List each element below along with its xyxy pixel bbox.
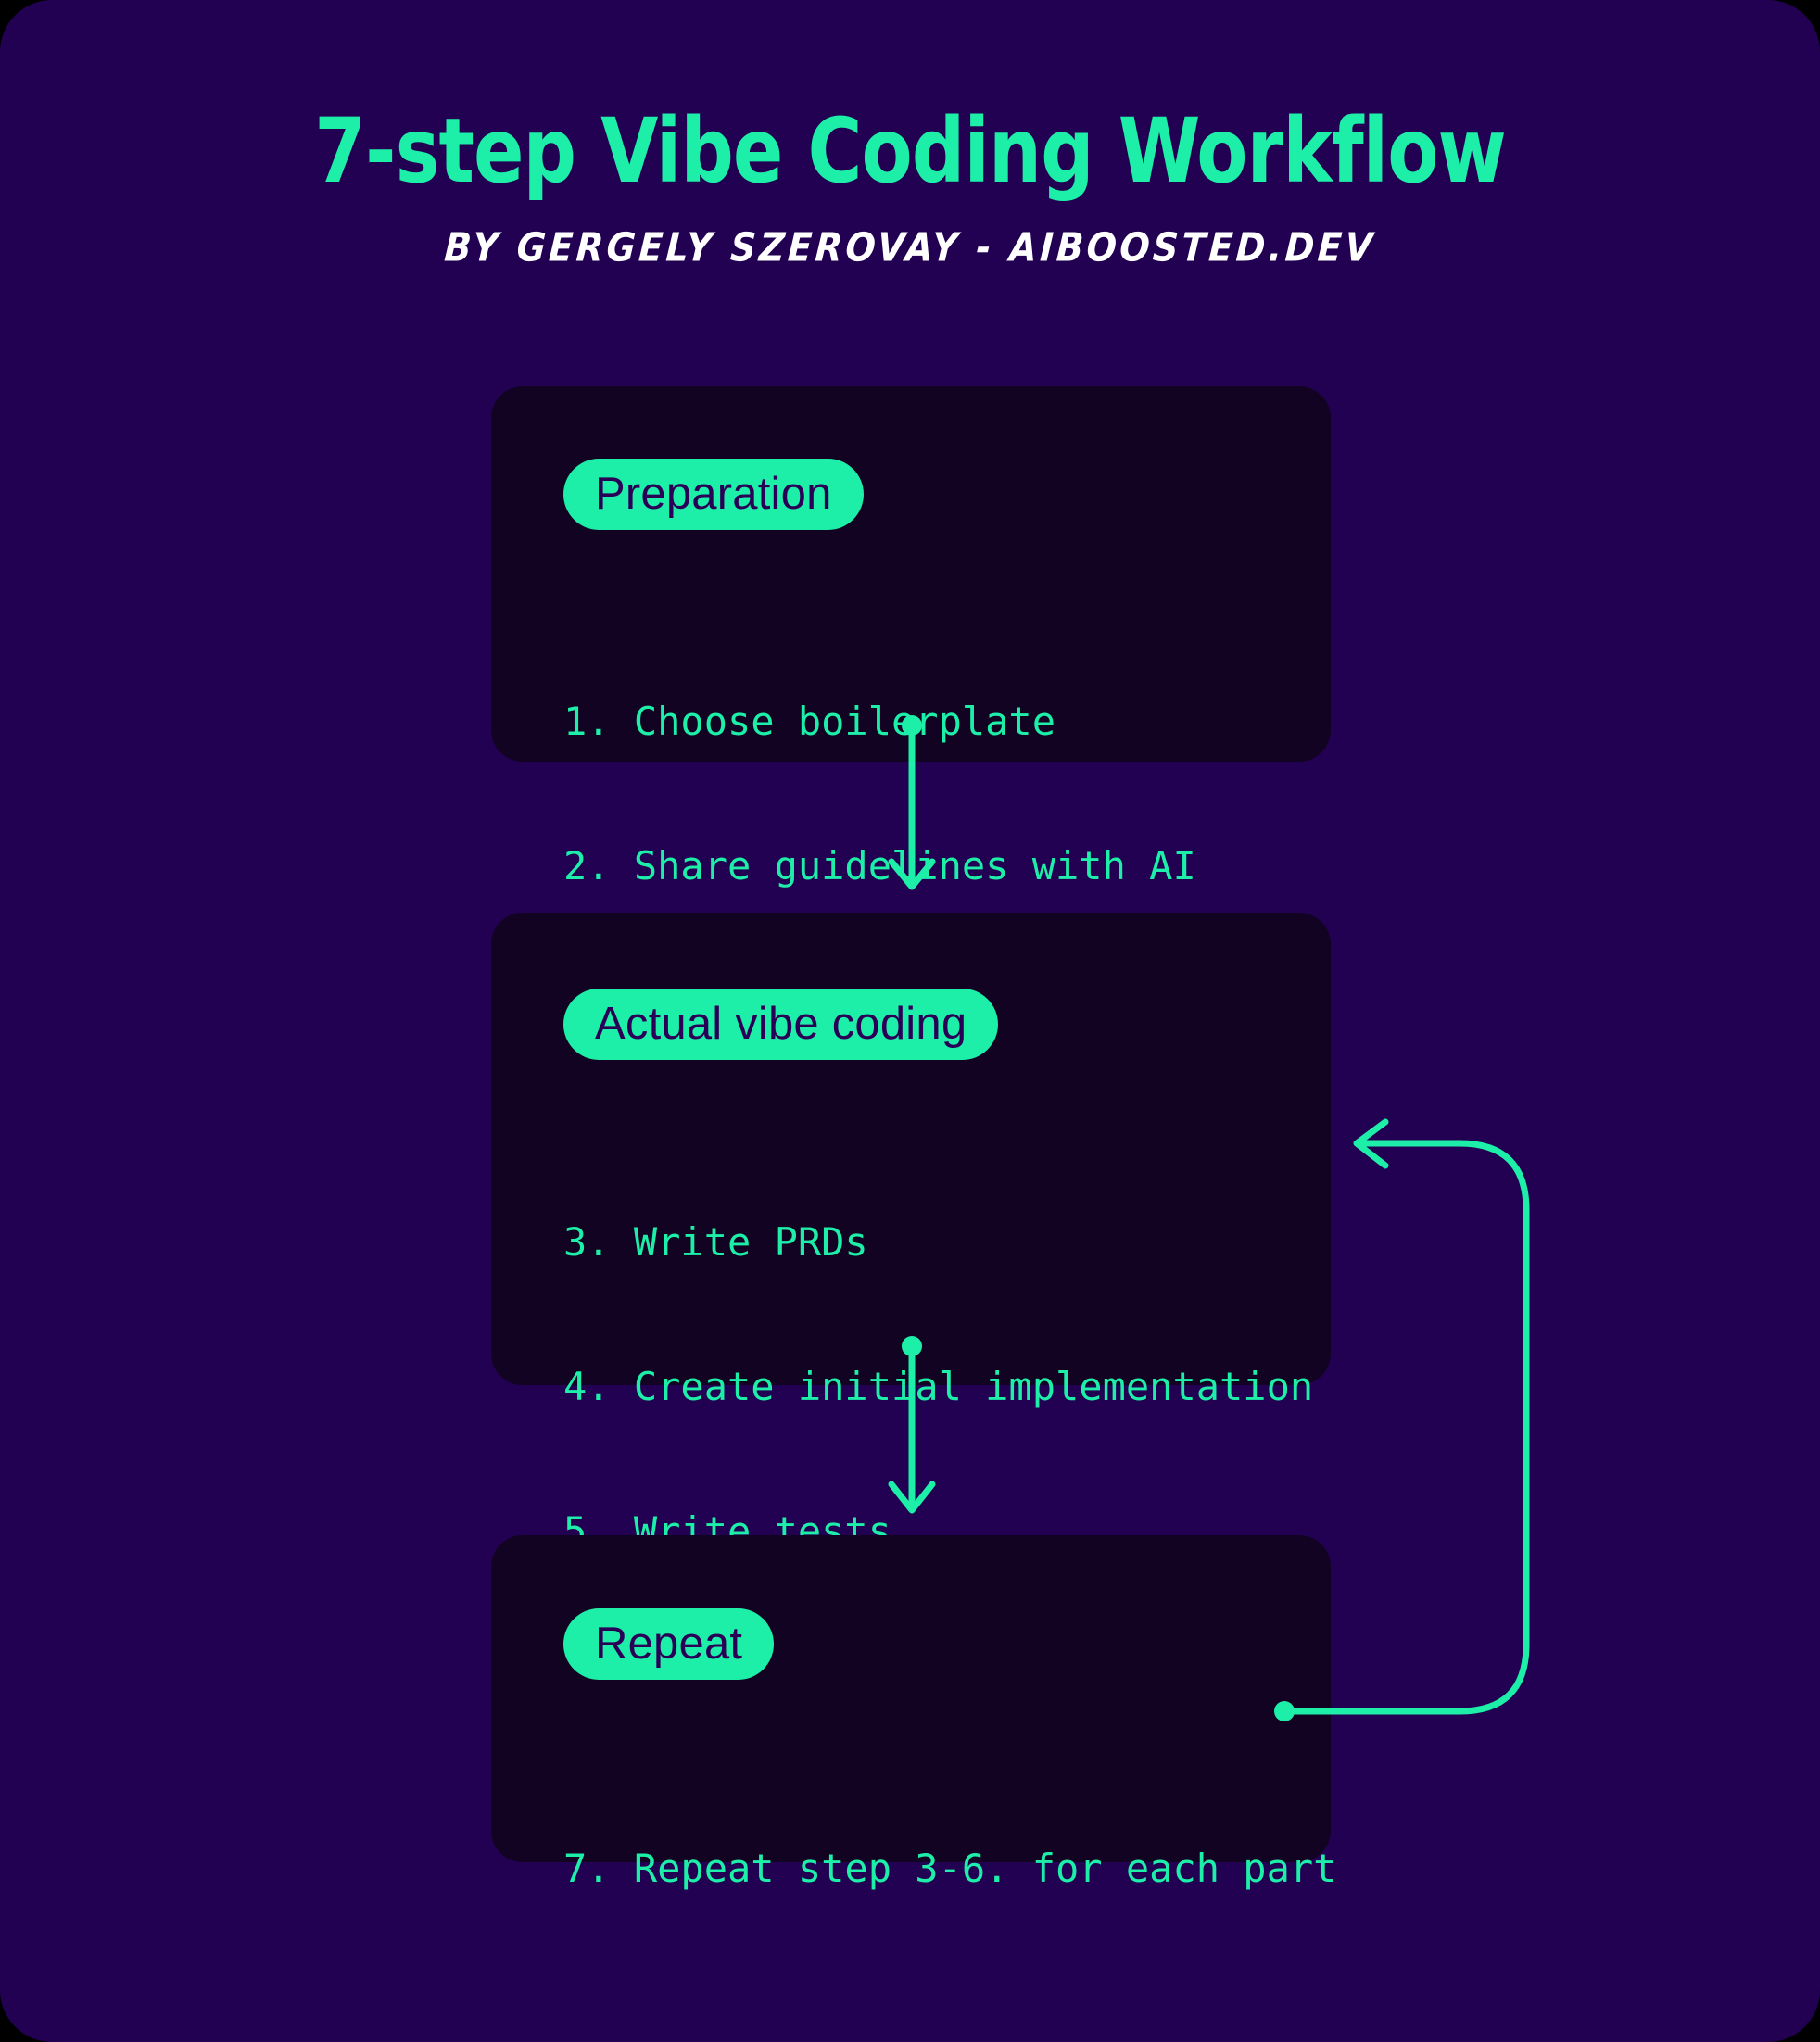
page-subtitle-byline: By Gergely Szerovay - aiboosted.dev xyxy=(443,224,1377,271)
page-title: 7-step Vibe Coding Workflow xyxy=(314,99,1507,203)
card-actual-vibe-coding: Actual vibe coding 3. Write PRDs 4. Crea… xyxy=(491,913,1331,1698)
card-repeat-step-list: 7. Repeat step 3-6. for each part xyxy=(563,1748,1336,1989)
card-repeat-pill: Repeat xyxy=(563,1608,775,1680)
card-preparation-pill: Preparation xyxy=(563,459,864,530)
list-item: 4. Create initial implementation xyxy=(563,1364,1314,1409)
card-preparation: Preparation 1. Choose boilerplate 2. Sha… xyxy=(491,386,1331,889)
list-item: 2. Share guidelines with AI xyxy=(563,843,1196,889)
card-preparation-step-list: 1. Choose boilerplate 2. Share guideline… xyxy=(563,601,1196,987)
list-item: 1. Choose boilerplate xyxy=(563,699,1056,744)
card-repeat: Repeat 7. Repeat step 3-6. for each part xyxy=(491,1535,1336,1891)
list-item: 3. Write PRDs xyxy=(563,1219,868,1265)
list-item: 7. Repeat step 3-6. for each part xyxy=(563,1846,1337,1891)
card-actual-vibe-coding-pill: Actual vibe coding xyxy=(563,989,999,1060)
